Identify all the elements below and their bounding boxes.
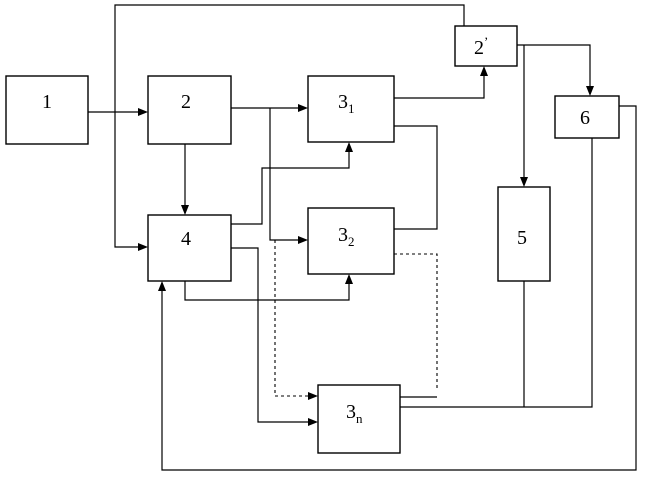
wire-3-1-to-2-prime [394,70,484,98]
arrow-into-2 [138,108,148,116]
block-4-label: 4 [181,228,191,250]
block-1-label: 1 [42,91,52,113]
block-6-label: 6 [580,107,590,129]
arrow-into-3-1-bottom [345,142,353,152]
arrow-into-4-left [138,243,148,251]
arrow-into-5 [520,177,528,187]
block-5-label: 5 [517,227,527,249]
arrow-into-3-n-upper [308,392,318,400]
arrow-into-2-prime [480,66,488,76]
arrow-into-4-bottom [158,281,166,291]
arrow-into-6 [586,86,594,96]
wire-4-to-3-2 [185,279,349,300]
arrow-into-3-2-bottom [345,274,353,284]
arrow-into-3-n-lower [308,418,318,426]
arrow-into-4-top [181,205,189,215]
wire-bus-from-2 [270,108,304,240]
wire-3-2-dashed [394,254,437,390]
wire-3-1-return [394,126,437,229]
block-2-label: 2 [181,91,191,113]
arrow-into-3-1-left [298,104,308,112]
arrow-into-3-2-left [298,236,308,244]
wire-3-n-out [400,138,592,407]
